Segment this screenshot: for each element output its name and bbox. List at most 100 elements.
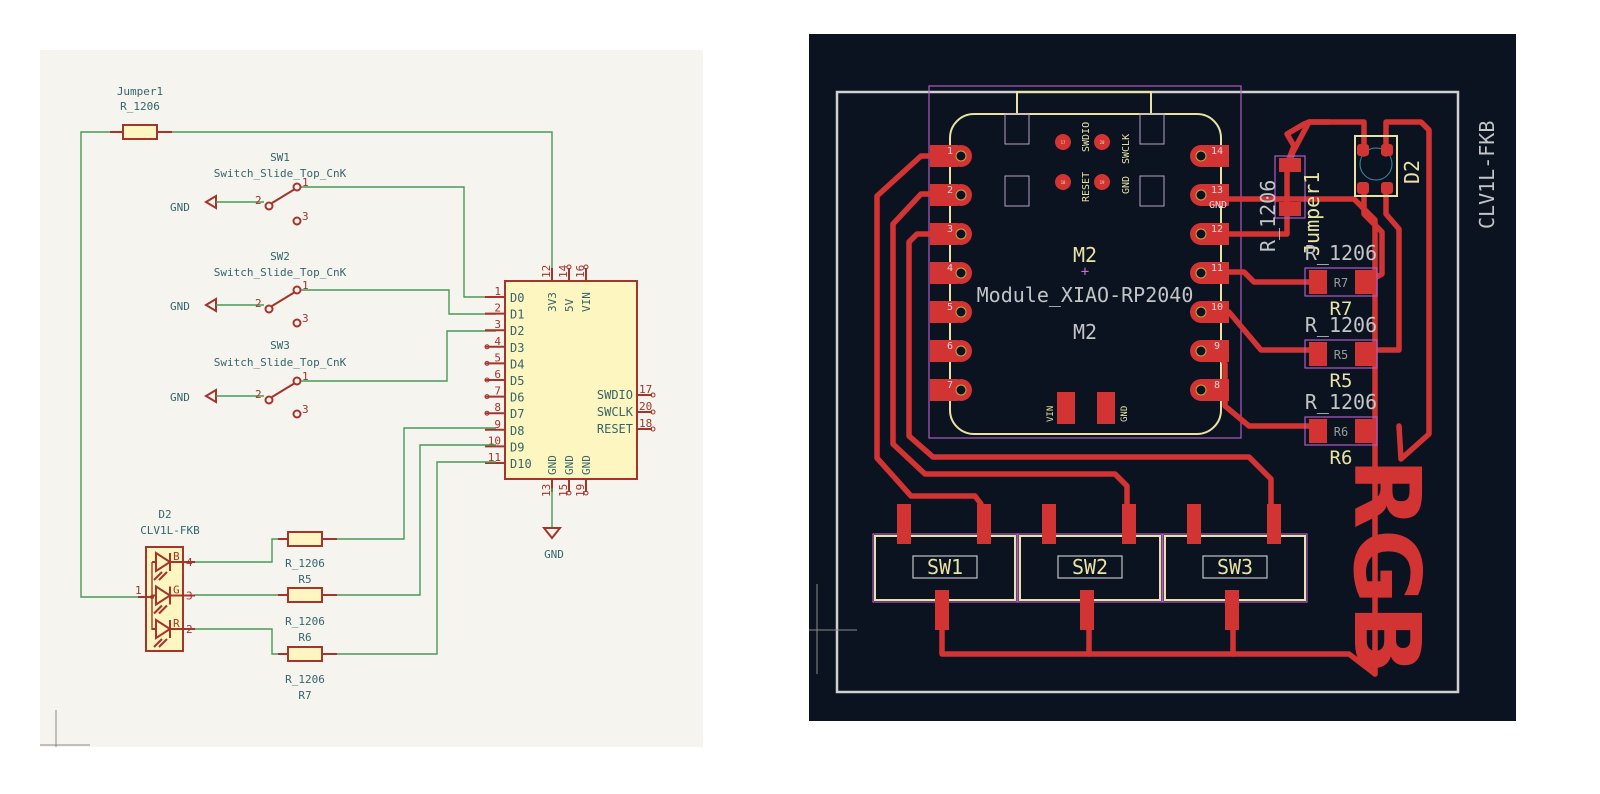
led-emission-arrow [153,638,163,648]
module-left-pad [930,340,958,362]
switch-pad-1 [977,504,991,544]
module-left-pad [930,379,958,401]
jumper-ref: Jumper1 [117,85,163,98]
sw3-pin3: 3 [302,403,309,416]
module-pad-number: 3 [947,224,953,235]
wire-d10-r7 [337,461,496,655]
module-pad-number: 14 [1211,146,1223,157]
schematic-view[interactable]: Jumper1 R_1206 SW1 Switch_Slide_Top_CnK … [40,50,703,747]
r7-body [287,646,323,662]
module-pad-hole [955,384,967,396]
pcb-led-d2[interactable]: D2 [1354,135,1424,197]
led-pcb-ref: D2 [1400,160,1424,184]
svg-text:18: 18 [1061,180,1066,185]
mcu-pin-number: 2 [494,302,501,315]
pcb-switch-sw1[interactable]: SW1 [872,504,1018,630]
module-pad-hole [1195,384,1207,396]
mcu-pin-number: 1 [494,285,501,298]
sw3-contact-2 [264,395,274,405]
module-ref-silk: M2 [1073,243,1097,267]
label-swclk: SWCLK [1121,134,1132,164]
no-connect-dot [583,490,589,496]
resistor-r5[interactable]: R_1206 R5 [195,531,337,586]
module-value: Module_XIAO-RP2040 [977,283,1194,307]
module-pad-hole [1195,150,1207,162]
sw2-ref: SW2 [270,250,290,263]
sw2-value: Switch_Slide_Top_CnK [214,266,347,279]
switch-sw3[interactable]: SW3 Switch_Slide_Top_CnK GND 2 1 3 [170,330,496,419]
sw3-contact-3 [292,409,302,419]
resistor-pad [1355,270,1373,294]
resistor-fab-ref: R7 [1334,276,1348,290]
switch-sw1[interactable]: SW1 Switch_Slide_Top_CnK GND 2 1 3 [170,151,496,298]
led-diode-symbol [155,551,172,573]
resistor-courtyard [1304,416,1378,446]
wire-jumper-left [80,131,138,598]
led-ref: D2 [158,508,171,521]
module-usb-outline [1016,91,1152,114]
led-color-label: R [173,617,180,630]
pcb-led-value: CLV1L-FKB [1475,121,1499,229]
led-color-label: G [173,584,180,597]
r6-ref: R6 [298,631,311,644]
sw1-pin1: 1 [302,176,309,189]
led-pin-number: 4 [186,556,193,569]
resistor-r7[interactable]: R_1206 R7 [195,628,337,702]
pcb-jumper1[interactable]: R_1206 Jumper1 [1256,155,1324,256]
led-pad-3 [1357,182,1369,194]
led-pad-4 [1381,182,1393,194]
sw3-lever [271,382,296,398]
jumper-courtyard [1274,155,1306,219]
bottom-pad-16 [1057,392,1075,424]
module-bottom-pads: VIN GND [1046,392,1130,424]
led-pin1: 1 [135,584,142,597]
resistor-pad [1309,342,1327,366]
mcu-pin-number: 20 [639,400,652,413]
mcu-pin-number: 6 [494,368,501,381]
jumper-body[interactable] [122,124,158,140]
module-pad-hole [1195,267,1207,279]
trace-pad3-sw3 [906,231,1274,522]
module-pad-hole [1195,345,1207,357]
module-left-pad [930,301,958,323]
led-emission-arrow [153,604,163,615]
mcu-pin-number: 3 [494,318,501,331]
wire-sw2-d1 [301,289,496,315]
switch-sw2[interactable]: SW2 Switch_Slide_Top_CnK GND 2 1 3 [170,250,496,328]
led-pad-1 [1357,144,1369,156]
mcu-pin-name: D3 [510,341,524,355]
mcu-pin-number: 19 [574,484,587,497]
resistor-value: R_1206 [1305,390,1377,414]
wire-led-b-r5 [195,538,278,563]
no-connect-dot [650,409,656,415]
switch-label-box [1202,555,1268,579]
sw3-value: Switch_Slide_Top_CnK [214,356,347,369]
switch-pad-2-gnd [1080,590,1094,630]
pcb-switch-sw2[interactable]: SW2 [1017,504,1163,630]
wire-sw3-d2 [301,330,496,382]
label-bottom-gnd: GND [1120,406,1130,422]
sw3-pin2: 2 [255,388,262,401]
resistor-r6[interactable]: R_1206 R6 [195,587,337,644]
mcu-pin-name: D1 [510,308,524,322]
module-inner-pads: 17 20 18 19 RESET SWDIO GND SWCLK [1055,122,1132,202]
sw2-contact-1 [292,285,302,295]
mcu-pin-number: 14 [557,264,570,278]
inner-pad-18 [1055,174,1071,190]
pcb-switch-sw3[interactable]: SW3 [1162,504,1308,630]
module-pad-hole [955,150,967,162]
module-pad-number: 8 [1214,380,1220,391]
module-pad-number: 1 [947,146,953,157]
trace-led-r6 [1383,119,1432,462]
resistor-ref: R6 [1330,447,1353,469]
sw1-lever [271,188,296,204]
mcu-pin-name: RESET [597,422,633,436]
